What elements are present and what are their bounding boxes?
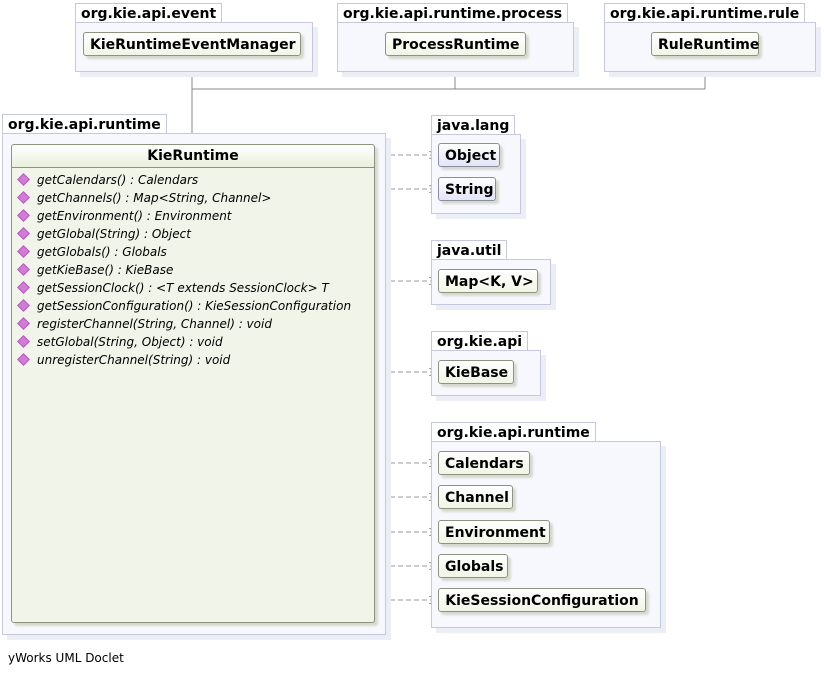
package-java-lang-title: java.lang [431,115,516,134]
method-item[interactable]: getSessionConfiguration() : KieSessionCo… [16,297,374,315]
class-kie-runtime-title: KieRuntime [12,145,374,168]
package-kie-api-title: org.kie.api [431,331,529,350]
method-icon [17,353,30,366]
package-event-title: org.kie.api.event [75,3,223,22]
method-signature: registerChannel(String, Channel) : void [37,317,272,331]
class-calendars[interactable]: Calendars [438,451,530,475]
method-icon [17,245,30,258]
method-item[interactable]: getCalendars() : Calendars [16,171,374,189]
method-item[interactable]: unregisterChannel(String) : void [16,351,374,369]
method-signature: getSessionClock() : <T extends SessionCl… [37,281,329,295]
footer-credit: yWorks UML Doclet [8,651,124,665]
method-item[interactable]: getChannels() : Map<String, Channel> [16,189,374,207]
package-runtime-main-title: org.kie.api.runtime [2,114,167,133]
method-signature: getCalendars() : Calendars [37,173,199,187]
class-kie-base[interactable]: KieBase [438,360,514,384]
method-signature: getEnvironment() : Environment [37,209,232,223]
method-item[interactable]: getEnvironment() : Environment [16,207,374,225]
class-kie-runtime-event-manager[interactable]: KieRuntimeEventManager [83,32,301,56]
method-item[interactable]: getGlobal(String) : Object [16,225,374,243]
method-item[interactable]: setGlobal(String, Object) : void [16,333,374,351]
method-item[interactable]: getGlobals() : Globals [16,243,374,261]
method-icon [17,335,30,348]
method-signature: getGlobal(String) : Object [37,227,191,241]
method-icon [17,209,30,222]
method-icon [17,317,30,330]
class-channel[interactable]: Channel [438,485,513,509]
method-icon [17,263,30,276]
method-icon [17,173,30,186]
method-signature: setGlobal(String, Object) : void [37,335,223,349]
method-item[interactable]: getKieBase() : KieBase [16,261,374,279]
class-map[interactable]: Map<K, V> [438,269,538,293]
method-list: getCalendars() : Calendars getChannels()… [12,168,374,369]
package-process-title: org.kie.api.runtime.process [337,3,569,22]
method-signature: getSessionConfiguration() : KieSessionCo… [37,299,352,313]
class-string[interactable]: String [438,177,496,201]
class-kie-session-configuration[interactable]: KieSessionConfiguration [438,588,646,612]
method-icon [17,281,30,294]
class-process-runtime[interactable]: ProcessRuntime [385,32,526,56]
class-rule-runtime[interactable]: RuleRuntime [651,32,759,56]
method-signature: getKieBase() : KieBase [37,263,174,277]
class-object[interactable]: Object [438,143,500,167]
class-globals[interactable]: Globals [438,554,508,578]
package-rule-title: org.kie.api.runtime.rule [604,3,806,22]
method-item[interactable]: getSessionClock() : <T extends SessionCl… [16,279,374,297]
package-java-util-title: java.util [431,240,508,259]
method-signature: getGlobals() : Globals [37,245,167,259]
method-item[interactable]: registerChannel(String, Channel) : void [16,315,374,333]
package-runtime-deps-title: org.kie.api.runtime [431,422,596,441]
method-icon [17,299,30,312]
method-icon [17,191,30,204]
method-icon [17,227,30,240]
class-kie-runtime[interactable]: KieRuntime getCalendars() : Calendars ge… [11,144,375,623]
method-signature: getChannels() : Map<String, Channel> [37,191,272,205]
class-environment[interactable]: Environment [438,520,550,544]
method-signature: unregisterChannel(String) : void [37,353,231,367]
